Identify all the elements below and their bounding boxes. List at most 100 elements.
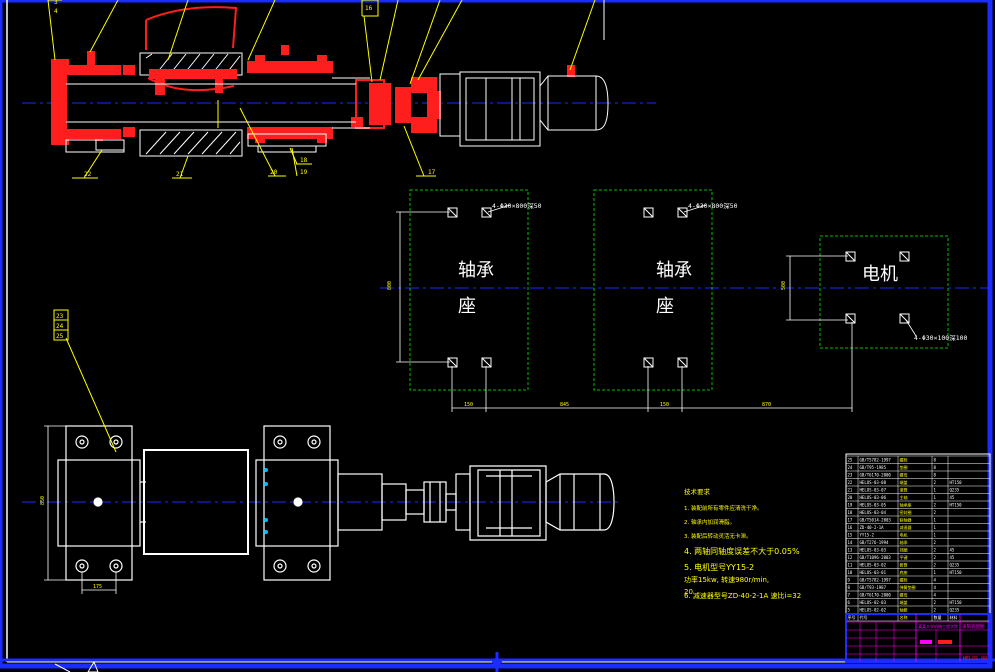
motor-foundation (819, 235, 949, 349)
title-drawing-code: HELOS-00 (963, 656, 987, 662)
part-number-25: 25 (56, 333, 64, 340)
parts-table-cell: 螺母 (900, 592, 908, 598)
parts-table-cell: 7 (848, 593, 851, 598)
parts-table-cell: 45 (950, 495, 955, 500)
parts-table-cell: 2 (934, 540, 937, 545)
parts-table-cell: 名称 (900, 614, 908, 620)
parts-table-cell: 底座 (900, 569, 908, 575)
part-number-3: 3 (54, 0, 58, 6)
plan-dimension-values: 850 175 (40, 496, 102, 590)
parts-table-cell: 轴承座 (900, 502, 912, 508)
parts-table-cell: 45 (950, 548, 955, 553)
parts-table-cell: 1 (934, 518, 937, 523)
parts-table-cell: 1 (934, 488, 937, 493)
parts-table-cell: 23 (848, 473, 853, 478)
parts-table-cell: HELOS-03-05 (860, 503, 887, 508)
dim-span-4: 870 (762, 402, 771, 408)
part-number-20: 20 (270, 169, 278, 176)
parts-table-cell: 17 (848, 518, 853, 523)
parts-table-cell: 数量 (934, 614, 942, 620)
parts-table-cell: GB/T1096-2003 (860, 555, 892, 560)
parts-table-cell: HELOS-03-03 (860, 548, 887, 553)
parts-table-cell: HT150 (950, 570, 963, 575)
part-number-18: 18 (300, 157, 308, 164)
parts-table-cell: HT150 (950, 480, 963, 485)
part-number-21: 21 (176, 171, 184, 178)
parts-table-cell: HELOS-02-02 (860, 608, 887, 613)
tech-note-line-4: 4. 两轴同轴度误差不大于0.05% (684, 546, 800, 556)
parts-table-cell: 1 (934, 525, 937, 530)
parts-table-cell: HELOS-03-01 (860, 570, 887, 575)
dimension-values: 800 500 150 845 150 870 (387, 281, 787, 408)
parts-table-cell: 1 (934, 495, 937, 500)
parts-table-cell: 12 (848, 555, 853, 560)
tech-note-line-1: 1. 装配前所有零件应清洗干净。 (684, 504, 763, 512)
dim-span-3: 150 (660, 402, 669, 408)
title-block: 某某大学机械工程学院 滚筒装配图 HELOS-00 (845, 613, 991, 663)
section-outlines (65, 71, 609, 153)
parts-table-cell: 主轴 (900, 494, 908, 500)
parts-table-cell: HELOS-03-06 (860, 495, 887, 500)
parts-table-cell: 2 (934, 555, 937, 560)
drum-section (139, 52, 243, 157)
parts-table-cell: 21 (848, 488, 853, 493)
parts-table-cell: 15 (848, 533, 853, 538)
tech-note-line-8: 6. 减速器型号ZD-40-2-1A 速比i=32 (684, 591, 801, 600)
title-drawing-name: 滚筒装配图 (962, 623, 985, 630)
tech-note-line-5: 5. 电机型号YY15-2 (684, 562, 754, 572)
dim-bottom-height: 850 (40, 496, 46, 505)
parts-table-cell: 8 (934, 458, 937, 463)
parts-table-cell: 13 (848, 548, 853, 553)
parts-table-cell: 8 (848, 585, 851, 590)
parts-table-cell: 减速器 (900, 524, 912, 530)
anchor-bolt-holes (447, 207, 910, 368)
section-view (22, 6, 656, 157)
dim-motor-height: 500 (781, 281, 787, 290)
parts-table-cell: 端盖 (900, 479, 908, 485)
parts-table-cell: HT150 (950, 600, 963, 605)
tech-notes-heading: 技术要求 (684, 487, 711, 496)
parts-table-cell: 材料 (950, 614, 958, 620)
parts-table-cell: 11 (848, 563, 853, 568)
parts-table-cell: GB/T5782-1997 (860, 458, 892, 463)
bearing-seat-foundation-2 (593, 189, 713, 391)
tech-note-line-3: 3. 装配后转动灵活无卡滞。 (684, 532, 752, 540)
bearing-seat-label-1b: 座 (458, 296, 476, 317)
bolt-note-2: 4-Φ30×800深50 (688, 201, 738, 210)
parts-table-cell: 19 (848, 503, 853, 508)
parts-table-cell: 2 (934, 608, 937, 613)
motor-label: 电机 (862, 264, 898, 285)
parts-table-cell: 螺栓 (900, 577, 908, 583)
parts-table-cell: 电机 (900, 532, 908, 538)
parts-table-cell: 1 (934, 570, 937, 575)
parts-table-cell: 24 (848, 465, 853, 470)
foundation-labels: 轴承 座 轴承 座 电机 (458, 260, 898, 317)
parts-table-cell: HELOS-02-03 (860, 600, 887, 605)
parts-table-cell: Q235 (950, 488, 960, 493)
part-number-22: 22 (84, 171, 92, 178)
dim-span-2: 845 (560, 402, 569, 408)
parts-table-cell: GB/T6170-2000 (860, 593, 892, 598)
parts-table-cell: 4 (934, 578, 937, 583)
parts-table-cell: 6 (848, 600, 851, 605)
parts-table-cell: 平键 (900, 554, 908, 560)
parts-table-cell: 套筒 (900, 562, 908, 568)
tech-note-line-6: 功率15kw, 转速980r/min, (684, 575, 769, 584)
parts-table-cell: 联轴器 (900, 517, 912, 523)
parts-table-cell: HELOS-03-08 (860, 480, 887, 485)
bearing-seat-label-2a: 轴承 (656, 260, 692, 281)
parts-table-cell: 序号 (848, 614, 856, 620)
bolt-note-3: 4-Φ30×100深100 (914, 333, 968, 342)
parts-table-cell: 挡圈 (900, 547, 908, 553)
parts-table-cell: 弹簧垫圈 (900, 584, 916, 590)
parts-table-cell: 45 (950, 555, 955, 560)
parts-table-cell: 14 (848, 540, 853, 545)
parts-table-cell: 8 (934, 465, 937, 470)
parts-table-cell: 2 (934, 480, 937, 485)
parts-table-cell: 端盖 (900, 599, 908, 605)
parts-table-cell: 9 (848, 578, 851, 583)
leader-lines-bottom (53, 309, 117, 453)
bearing-seat-label-1a: 轴承 (458, 260, 494, 281)
plan-outlines (44, 425, 615, 594)
